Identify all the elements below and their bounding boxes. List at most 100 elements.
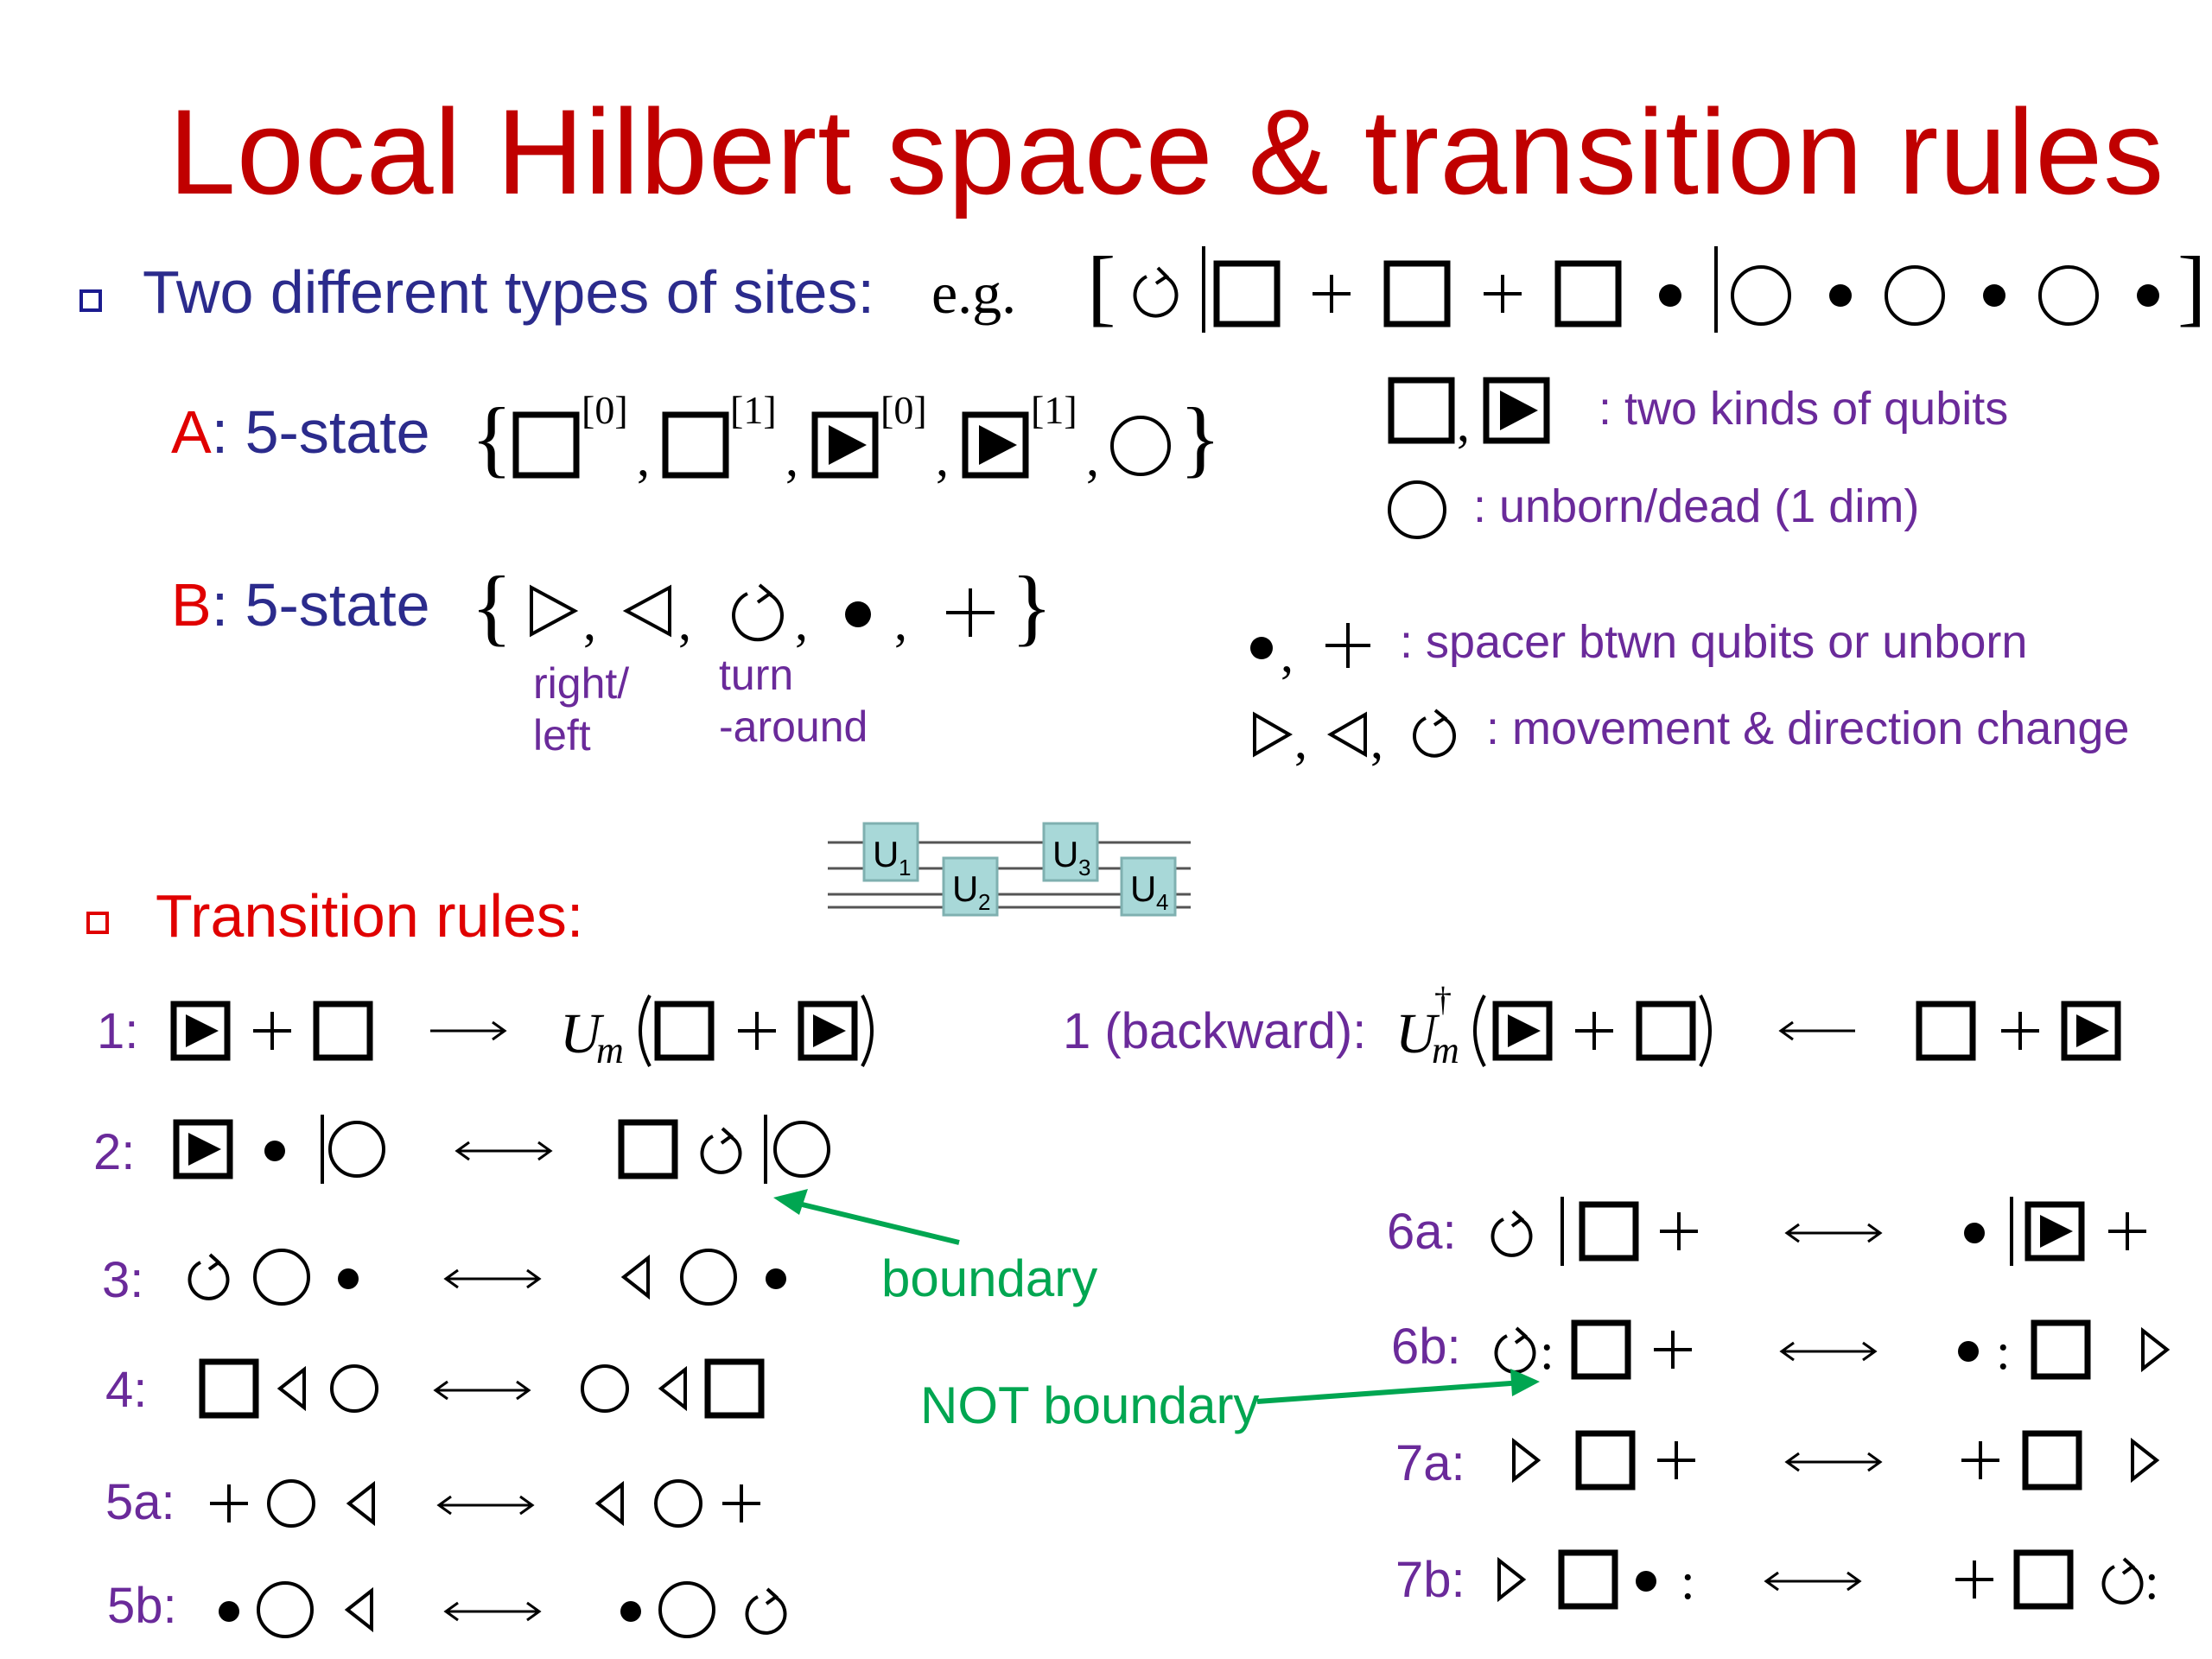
gate-u3: U 3 — [1042, 822, 1099, 882]
rule-label-3: 3: — [102, 1252, 144, 1308]
qubit-play-icon — [1483, 377, 1550, 444]
triangle-left-icon — [622, 584, 671, 638]
bracket-right: ] — [2177, 238, 2206, 334]
rule-label-7a: 7a: — [1395, 1435, 1465, 1491]
brace-right: } — [1011, 558, 1052, 654]
triangle-right-icon — [1253, 711, 1294, 758]
set-b: { , , , , } — [471, 558, 1052, 654]
triangle-right-icon — [530, 584, 579, 638]
svg-text:1: 1 — [899, 855, 911, 880]
caption-right-left-2: left — [533, 711, 591, 760]
arrow-not-boundary — [1256, 1369, 1540, 1404]
svg-text:U: U — [1052, 834, 1078, 874]
svg-text:U: U — [560, 1002, 605, 1065]
gate-u1: U 1 — [862, 822, 919, 882]
gate-u2: U 2 — [942, 856, 999, 917]
letter-b: B — [171, 571, 212, 639]
circle-icon — [1731, 265, 1791, 326]
bullet-square-icon — [79, 289, 102, 312]
example-chain: [ ] — [1087, 238, 2206, 334]
section-heading-sites: Two different types of sites: — [143, 258, 874, 326]
plus-icon — [946, 588, 995, 637]
svg-text::: : — [1681, 1553, 1695, 1610]
circuit-diagram: U 1 U 2 U 3 U 4 — [828, 822, 1191, 917]
bullet-square-icon — [86, 912, 109, 934]
legend-qubits-symbols: , — [1388, 377, 1550, 452]
plus-icon — [1325, 623, 1370, 668]
svg-text:,: , — [795, 594, 808, 651]
superscript-0: [0] — [880, 388, 927, 432]
svg-text::: : — [1996, 1323, 2011, 1380]
svg-text:,: , — [785, 429, 798, 486]
annotation-boundary: boundary — [881, 1249, 1098, 1307]
rule-label-5a: 5a: — [105, 1474, 175, 1530]
svg-text::: : — [1540, 1323, 1554, 1380]
superscript-0: [0] — [582, 388, 628, 432]
rule-6a-formula — [1491, 1195, 2148, 1268]
dot-icon — [1659, 284, 1681, 307]
dot-icon — [1983, 284, 2005, 307]
rule-label-7b: 7b: — [1395, 1552, 1465, 1608]
qubit-square-icon — [662, 411, 729, 479]
caption-turn-2: -around — [719, 702, 868, 751]
circle-icon — [2038, 265, 2099, 326]
b-5-state: : 5-state — [211, 571, 430, 639]
legend-unborn: : unborn/dead (1 dim) — [1473, 480, 1920, 532]
svg-text:,: , — [637, 429, 650, 486]
svg-text:m: m — [1432, 1029, 1459, 1071]
annotation-not-boundary: NOT boundary — [920, 1376, 1260, 1434]
qubit-square-icon — [1554, 260, 1622, 327]
circle-icon — [1885, 265, 1945, 326]
qubit-square-icon — [1213, 260, 1281, 327]
svg-text:,: , — [936, 429, 949, 486]
qubit-square-icon — [1388, 377, 1455, 444]
rule-label-2: 2: — [93, 1124, 136, 1180]
svg-text:U: U — [1395, 1002, 1440, 1065]
eg-label: e.g. — [931, 260, 1017, 326]
triangle-left-icon — [1326, 711, 1367, 758]
rule-label-5b: 5b: — [107, 1578, 177, 1634]
svg-text::: : — [2145, 1553, 2159, 1610]
gate-u4: U 4 — [1120, 856, 1177, 917]
svg-text:,: , — [894, 594, 907, 651]
caption-right-left-1: right/ — [533, 659, 630, 708]
legend-qubits: : two kinds of qubits — [1599, 383, 2009, 435]
set-a: { [0] , [1] , [0] , [1] , } — [471, 388, 1221, 486]
rule-1-backward-formula: U † m — [1395, 980, 2118, 1071]
rule-4-formula — [202, 1362, 761, 1415]
legend-spacer: : spacer btwn qubits or unborn — [1400, 616, 2028, 668]
row-a-label: A: 5-state — [171, 397, 430, 467]
dot-icon — [1829, 284, 1852, 307]
rule-6b-formula: : : — [1494, 1323, 2169, 1380]
plus-icon — [1484, 275, 1522, 313]
turnaround-icon — [1413, 709, 1456, 758]
svg-text:,: , — [1086, 429, 1099, 486]
rule-2-formula — [176, 1113, 830, 1185]
svg-text:4: 4 — [1156, 889, 1168, 915]
rule-3-formula — [188, 1249, 786, 1306]
legend-spacer-symbols: , — [1250, 623, 1370, 683]
rule-label-6a: 6a: — [1387, 1204, 1457, 1260]
page-title: Local Hilbert space & transition rules — [168, 84, 2165, 219]
circle-icon — [1388, 480, 1446, 539]
bracket-left: [ — [1087, 238, 1116, 334]
qubit-play-icon — [962, 411, 1029, 479]
a-5-state: : 5-state — [211, 398, 430, 466]
svg-text:U: U — [952, 868, 978, 909]
rule-label-6b: 6b: — [1391, 1319, 1461, 1375]
svg-text:3: 3 — [1078, 855, 1090, 880]
svg-text:,: , — [583, 594, 596, 651]
svg-text:,: , — [1281, 626, 1294, 683]
circle-icon — [1110, 416, 1171, 476]
brace-left: { — [471, 390, 512, 486]
dot-icon — [845, 601, 871, 627]
rule-label-1-backward: 1 (backward): — [1063, 1003, 1367, 1059]
turnaround-icon — [732, 583, 784, 642]
rule-5a-formula — [208, 1479, 762, 1528]
arrow-boundary — [773, 1189, 960, 1245]
rule-label-4: 4: — [105, 1362, 148, 1418]
legend-unborn-symbol — [1388, 480, 1446, 539]
svg-text:,: , — [1370, 712, 1383, 769]
section-heading-rules: Transition rules: — [156, 882, 584, 950]
qubit-square-icon — [1383, 260, 1451, 327]
